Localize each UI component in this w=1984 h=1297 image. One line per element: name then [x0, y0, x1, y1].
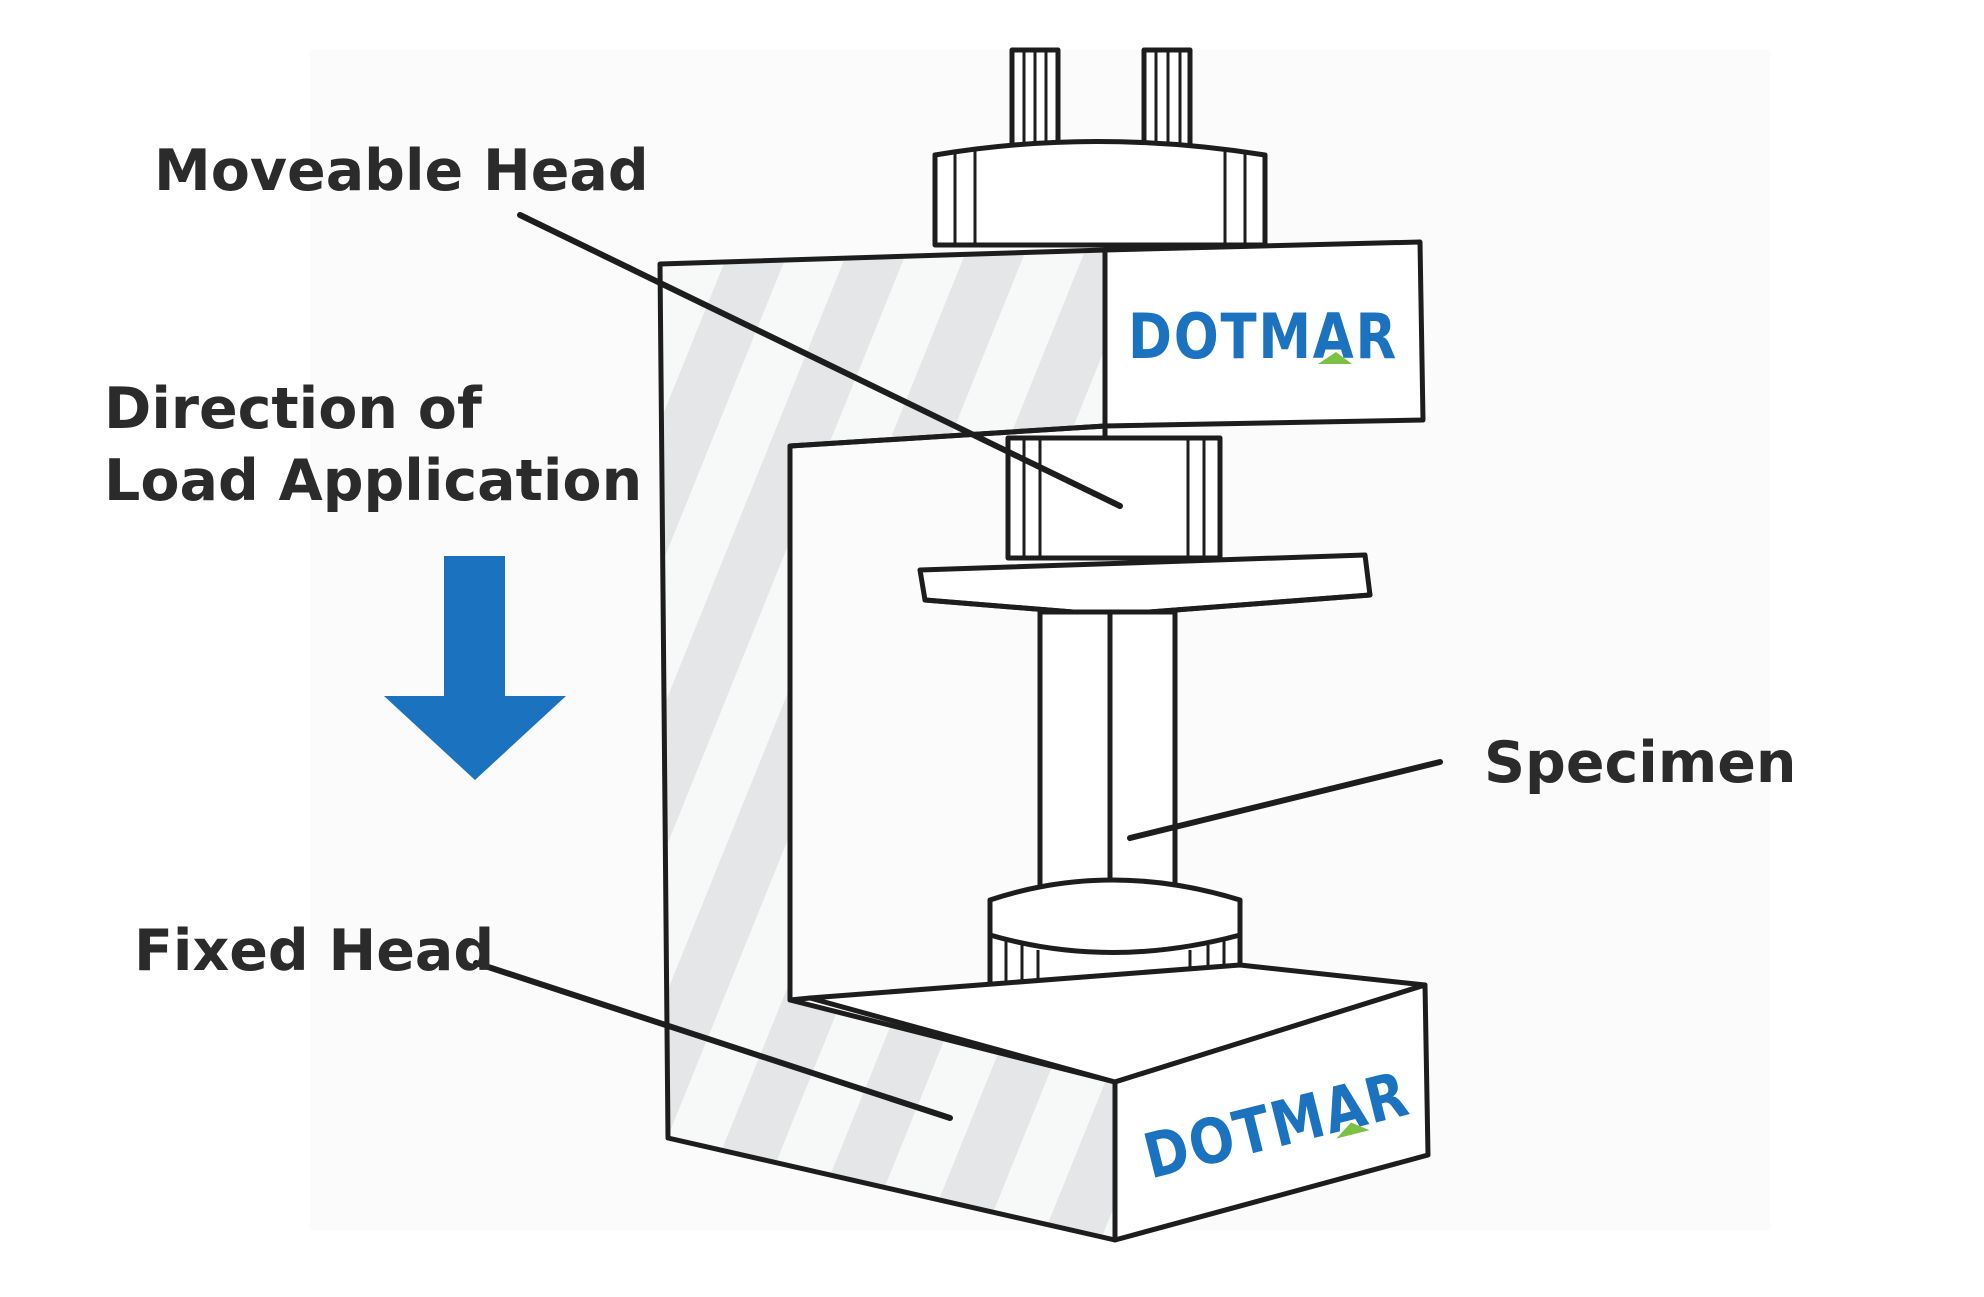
- fixed-head-front-face: [1112, 982, 1431, 1243]
- label-direction-line1: Direction of: [104, 376, 483, 442]
- brand-logo-top: DOTMAR: [1128, 300, 1398, 373]
- brand-text-top: DOTMAR: [1128, 300, 1398, 373]
- label-moveable-head: Moveable Head: [154, 138, 649, 204]
- arrow-down-icon: [384, 556, 566, 780]
- specimen-body: [1037, 609, 1178, 918]
- top-collar: [932, 139, 1268, 248]
- leader-specimen: [1127, 759, 1443, 841]
- leader-fixed-head: [473, 960, 953, 1121]
- label-specimen: Specimen: [1484, 730, 1796, 796]
- dotmar-logo-icon: [1336, 1122, 1370, 1139]
- label-fixed-head: Fixed Head: [134, 918, 494, 984]
- leader-moveable-head: [517, 212, 1123, 509]
- dotmar-logo-icon: [1318, 352, 1352, 364]
- upper-platen: [917, 435, 1373, 618]
- label-direction-line2: Load Application: [104, 448, 642, 514]
- frame-inner-wall: [787, 423, 1108, 1003]
